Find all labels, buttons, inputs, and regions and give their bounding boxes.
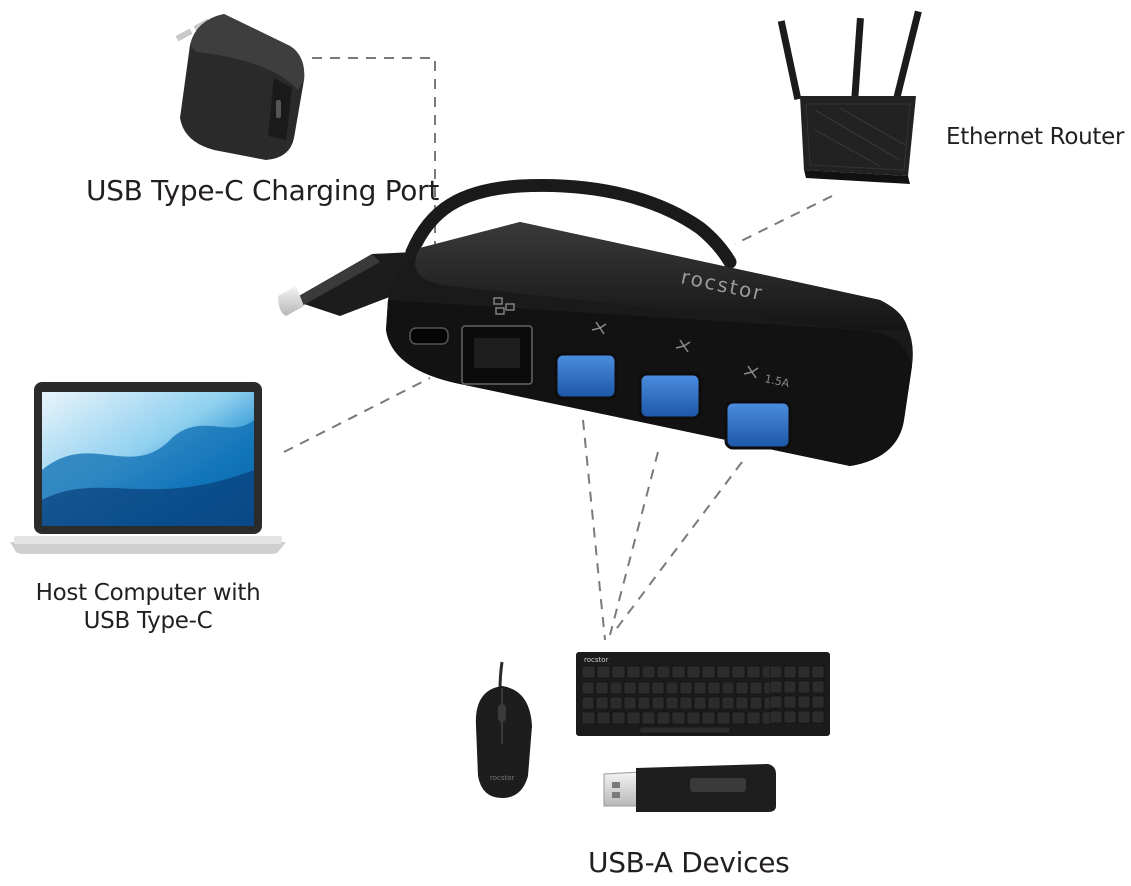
keyboard-key: [679, 681, 693, 695]
mouse-icon: rocstor: [475, 661, 532, 798]
usb-a-devices-label: USB-A Devices: [588, 846, 790, 879]
keyboard-key: [721, 681, 735, 695]
keypad-key: [797, 710, 811, 724]
spacebar-key: [639, 726, 731, 734]
keyboard-key: [671, 711, 686, 725]
keyboard-key: [686, 665, 701, 679]
router-label: Ethernet Router: [946, 124, 1125, 150]
usb-c-port: [409, 327, 449, 345]
keyboard-icon: rocstor: [576, 652, 830, 736]
keypad-key: [811, 680, 825, 694]
keypad-key: [769, 710, 783, 724]
keyboard-key: [626, 665, 641, 679]
usb-symbol-icon: [591, 321, 759, 379]
usb-a-port-2: [638, 372, 702, 420]
keyboard-key: [637, 681, 651, 695]
usb-c-plug-metal: [278, 286, 304, 316]
keyboard-key: [693, 696, 707, 710]
keyboard-key: [707, 696, 721, 710]
charging-port-label: USB Type-C Charging Port: [86, 174, 439, 207]
keyboard-key: [651, 681, 665, 695]
keypad-key: [797, 680, 811, 694]
keyboard-key: [679, 696, 693, 710]
keypad-key: [811, 695, 825, 709]
keyboard-key: [665, 681, 679, 695]
network-symbol-icon: [493, 297, 515, 315]
keypad-key: [797, 695, 811, 709]
keyboard-key: [623, 696, 637, 710]
mouse-brand-text: rocstor: [490, 774, 515, 782]
usb-port-rating: 1.5A: [763, 372, 791, 390]
keyboard-key: [665, 696, 679, 710]
keyboard-brand-text: rocstor: [584, 656, 609, 664]
charging-connector-line: [312, 57, 436, 262]
usb-connector-line-1: [582, 419, 606, 641]
keyboard-key: [746, 665, 761, 679]
keypad-key: [783, 695, 797, 709]
keyboard-key: [735, 696, 749, 710]
keyboard-key: [656, 711, 671, 725]
keyboard-key: [595, 681, 609, 695]
laptop-icon: [10, 382, 286, 554]
keyboard-key: [749, 696, 763, 710]
keyboard-key: [693, 681, 707, 695]
keyboard-key: [609, 696, 623, 710]
keyboard-key: [595, 696, 609, 710]
keypad-key: [783, 680, 797, 694]
usb-c-cable: [278, 178, 737, 316]
host-connector-line: [283, 377, 431, 453]
usb-hub-icon: rocstor 1.5A: [386, 222, 913, 466]
keypad-key: [769, 665, 783, 679]
keyboard-key: [581, 681, 595, 695]
keyboard-key: [641, 665, 656, 679]
keypad-key: [797, 665, 811, 679]
keyboard-key: [731, 711, 746, 725]
keyboard-key: [746, 711, 761, 725]
keyboard-key: [581, 711, 596, 725]
host-computer-label-line1: Host Computer with: [35, 580, 261, 606]
connector-lines: [283, 57, 833, 641]
keyboard-key: [581, 696, 595, 710]
keyboard-key: [609, 681, 623, 695]
flash-drive-icon: [603, 764, 776, 812]
usb-a-port-3: [724, 400, 792, 450]
keyboard-key: [611, 665, 626, 679]
keyboard-key: [721, 696, 735, 710]
keyboard-key: [623, 681, 637, 695]
keypad-key: [811, 665, 825, 679]
keyboard-key: [701, 711, 716, 725]
keypad-key: [811, 710, 825, 724]
router-connector-line: [734, 195, 833, 245]
keyboard-key: [716, 711, 731, 725]
keypad-key: [783, 665, 797, 679]
keyboard-key: [686, 711, 701, 725]
keyboard-key: [671, 665, 686, 679]
power-adapter-icon: [175, 14, 305, 160]
keypad-key: [769, 695, 783, 709]
keyboard-key: [596, 711, 611, 725]
keyboard-key: [716, 665, 731, 679]
router-icon: [777, 10, 922, 184]
usb-connector-line-2: [609, 451, 659, 636]
keyboard-key: [749, 681, 763, 695]
host-computer-label: Host Computer with USB Type-C: [30, 580, 266, 635]
keypad-key: [769, 680, 783, 694]
keyboard-key: [611, 711, 626, 725]
keyboard-key: [637, 696, 651, 710]
keyboard-key: [731, 665, 746, 679]
host-computer-label-line2: USB Type-C: [83, 607, 213, 634]
keyboard-key: [626, 711, 641, 725]
keyboard-key: [735, 681, 749, 695]
keyboard-key: [596, 665, 611, 679]
usb-a-port-1: [554, 352, 618, 400]
keyboard-key: [641, 711, 656, 725]
keyboard-key: [651, 696, 665, 710]
keyboard-key: [701, 665, 716, 679]
keyboard-key: [707, 681, 721, 695]
keyboard-key: [581, 665, 596, 679]
keypad-key: [783, 710, 797, 724]
keyboard-key: [656, 665, 671, 679]
